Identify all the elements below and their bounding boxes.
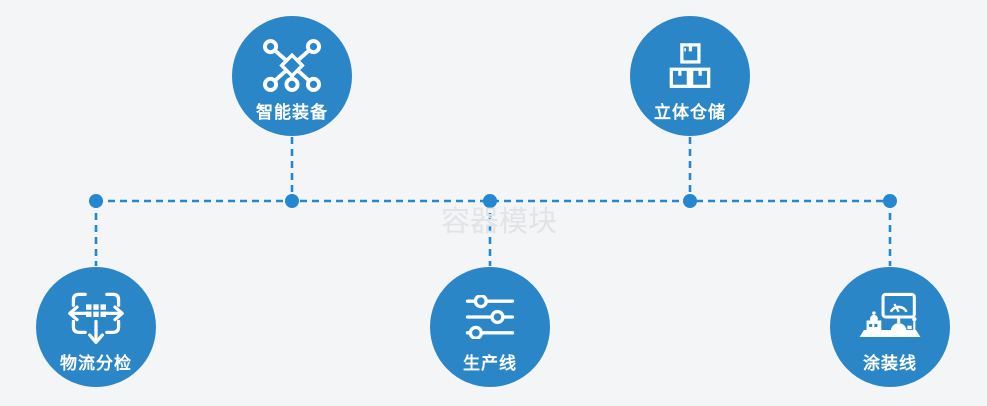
sliders-icon [465,289,515,345]
node-label: 涂装线 [863,353,917,373]
network-nodes-icon [261,38,323,94]
watermark: 容器模块 [441,206,558,238]
junction-dot [285,194,299,208]
node-label: 立体仓储 [654,102,726,122]
node-logistics-sorting: 物流分检 [36,267,156,387]
junction-dot [883,194,897,208]
node-label: 生产线 [463,353,517,373]
node-painting-line: 涂装线 [830,267,950,387]
junction-dot [683,194,697,208]
control-console-icon [857,289,923,345]
stacked-boxes-icon [664,38,716,94]
node-production-line: 生产线 [430,267,550,387]
junction-dot [89,194,103,208]
node-smart-equipment: 智能装备 [232,16,352,136]
sorting-distribution-icon [67,289,125,345]
junction-dot [483,194,497,208]
node-label: 物流分检 [60,353,132,373]
node-stereo-warehouse: 立体仓储 [630,16,750,136]
node-label: 智能装备 [256,102,328,122]
